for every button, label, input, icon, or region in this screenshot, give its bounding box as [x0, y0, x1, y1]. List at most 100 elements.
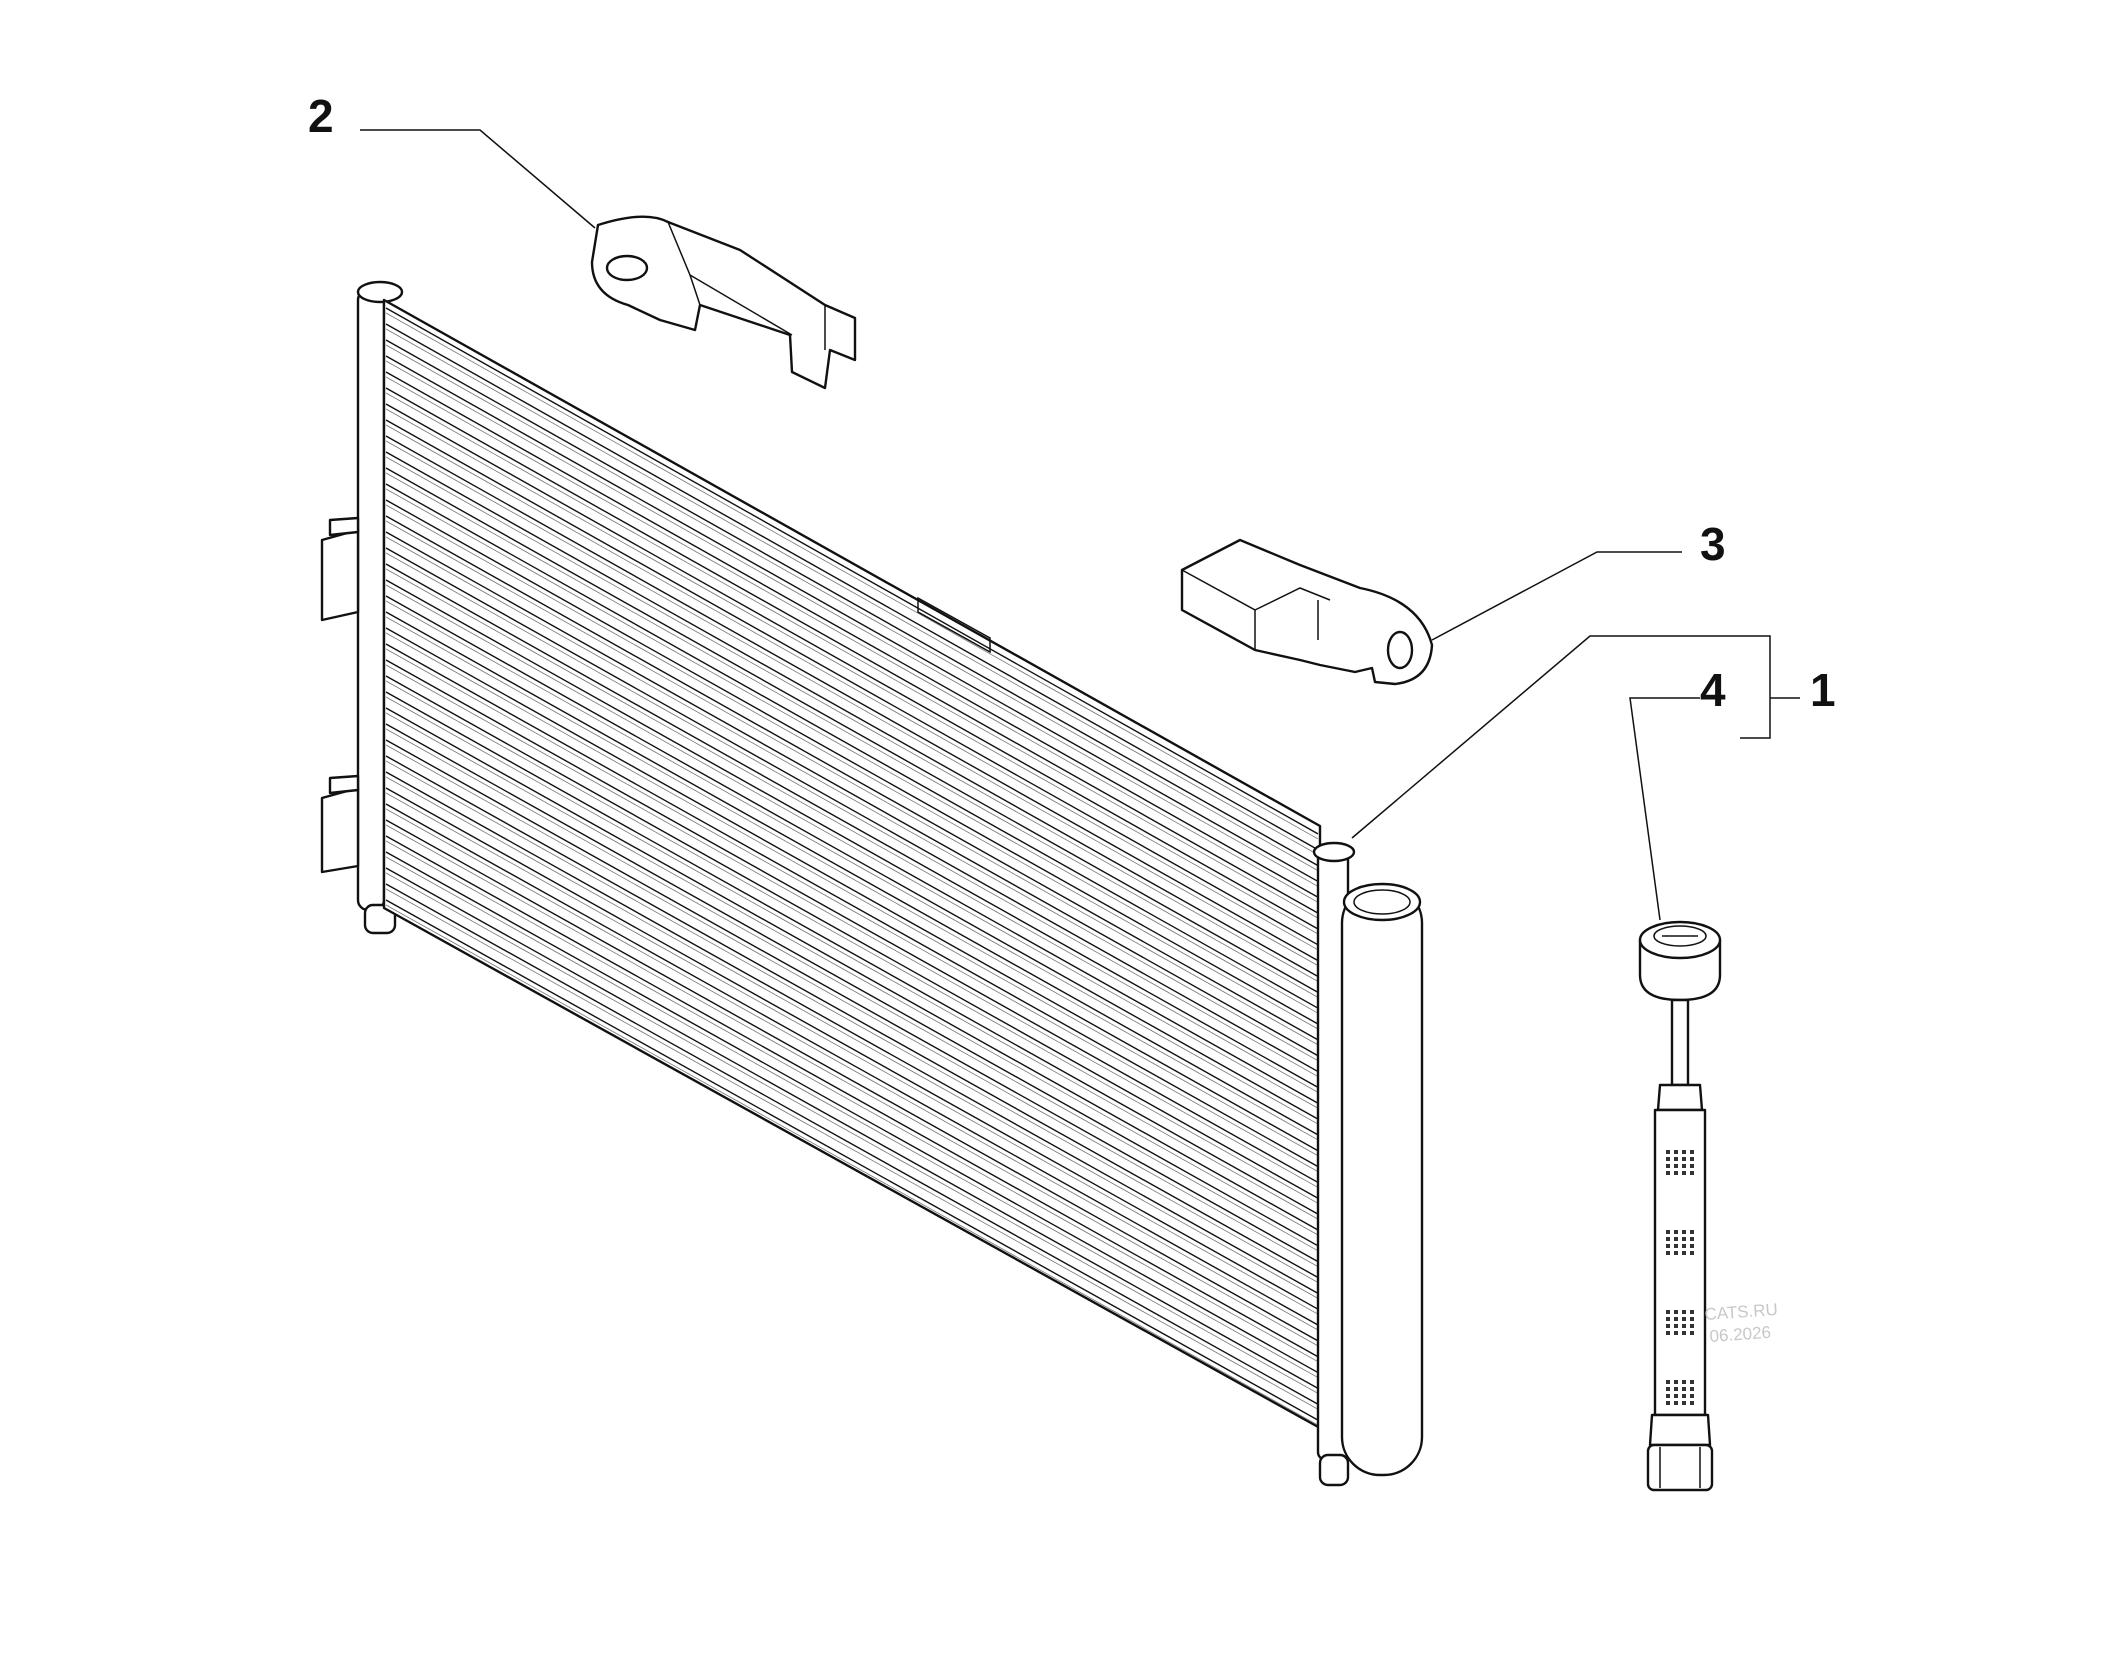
fin-shadow-line — [385, 472, 1319, 998]
fin-line — [385, 643, 1319, 1168]
dimple — [1674, 1171, 1678, 1175]
dimple — [1682, 1171, 1686, 1175]
fin-shadow-line — [385, 600, 1319, 1125]
dimple — [1674, 1331, 1678, 1335]
fin-shadow-line — [385, 552, 1319, 1077]
dimple — [1674, 1251, 1678, 1255]
fin-line — [385, 307, 1319, 835]
fin-shadow-line — [385, 328, 1319, 856]
fin-line — [385, 803, 1319, 1326]
dimple — [1682, 1230, 1686, 1234]
dimple — [1690, 1380, 1694, 1384]
fin-line — [385, 483, 1319, 1009]
fin-line — [385, 563, 1319, 1089]
fin-line — [385, 531, 1319, 1057]
fin-shadow-line — [385, 888, 1319, 1410]
upper-bracket-icon — [590, 215, 857, 390]
fin-line — [385, 659, 1319, 1184]
fin-line — [385, 355, 1319, 883]
fin-line — [385, 787, 1319, 1310]
dimple — [1690, 1164, 1694, 1168]
dimple — [1682, 1310, 1686, 1314]
dimple — [1674, 1244, 1678, 1248]
dimple — [1690, 1157, 1694, 1161]
fin-line — [385, 835, 1319, 1358]
watermark-line-2: 06.2026 — [1709, 1323, 1772, 1346]
dimple — [1674, 1230, 1678, 1234]
fin-line — [385, 851, 1319, 1374]
leader-lines — [360, 129, 1800, 921]
dimple — [1666, 1251, 1670, 1255]
callout-4[interactable]: 4 — [1700, 664, 1726, 716]
fin-shadow-line — [385, 760, 1319, 1283]
dimple — [1674, 1164, 1678, 1168]
fin-shadow-line — [385, 344, 1319, 871]
dimple — [1674, 1317, 1678, 1321]
cooling-fins — [385, 307, 1319, 1426]
dimple — [1666, 1237, 1670, 1241]
leader-1 — [1351, 635, 1771, 839]
right-header-tank — [1312, 841, 1424, 1487]
dimple — [1690, 1310, 1694, 1314]
fin-line — [385, 627, 1319, 1152]
dimple — [1666, 1164, 1670, 1168]
fin-shadow-line — [385, 744, 1319, 1268]
dimple — [1666, 1150, 1670, 1154]
dimple — [1682, 1324, 1686, 1328]
dimple — [1690, 1150, 1694, 1154]
desiccant-dimples — [1666, 1150, 1694, 1405]
dimple — [1666, 1401, 1670, 1405]
dimple — [1666, 1171, 1670, 1175]
callout-1[interactable]: 1 — [1810, 664, 1836, 716]
fin-shadow-line — [385, 664, 1319, 1188]
fin-line — [385, 387, 1319, 914]
dimple — [1682, 1150, 1686, 1154]
dimple — [1690, 1230, 1694, 1234]
fin-line — [385, 467, 1319, 993]
fin-shadow-line — [385, 312, 1319, 840]
fin-shadow-line — [385, 872, 1319, 1394]
fin-line — [385, 499, 1319, 1025]
condenser-core — [382, 298, 1322, 1430]
dimple — [1666, 1230, 1670, 1234]
fin-shadow-line — [385, 616, 1319, 1141]
fin-shadow-line — [385, 632, 1319, 1157]
dimple — [1674, 1150, 1678, 1154]
dimple — [1674, 1394, 1678, 1398]
fin-shadow-line — [385, 424, 1319, 951]
dimple — [1666, 1244, 1670, 1248]
fin-line — [385, 435, 1319, 962]
fin-shadow-line — [385, 840, 1319, 1363]
dimple — [1682, 1237, 1686, 1241]
fin-shadow-line — [385, 504, 1319, 1030]
fin-shadow-line — [385, 440, 1319, 967]
dimple — [1690, 1331, 1694, 1335]
fin-line — [385, 707, 1319, 1231]
dimple — [1690, 1317, 1694, 1321]
dimple — [1682, 1331, 1686, 1335]
dimple — [1674, 1157, 1678, 1161]
callout-2[interactable]: 2 — [308, 90, 334, 142]
fin-shadow-line — [385, 728, 1319, 1252]
fin-shadow-line — [385, 680, 1319, 1204]
fin-line — [385, 675, 1319, 1199]
fin-shadow-line — [385, 584, 1319, 1109]
fin-line — [385, 403, 1319, 930]
dimple — [1690, 1251, 1694, 1255]
callout-3[interactable]: 3 — [1700, 518, 1726, 570]
fin-line — [385, 371, 1319, 898]
dimple — [1682, 1387, 1686, 1391]
fin-line — [385, 899, 1319, 1421]
watermark-line-1: CATS.RU — [1704, 1300, 1779, 1324]
fin-line — [385, 867, 1319, 1390]
fin-line — [385, 611, 1319, 1136]
dimple — [1682, 1401, 1686, 1405]
fin-line — [385, 339, 1319, 867]
fin-shadow-line — [385, 536, 1319, 1062]
dimple — [1690, 1237, 1694, 1241]
dimple — [1666, 1310, 1670, 1314]
dimple — [1682, 1380, 1686, 1384]
fin-line — [385, 579, 1319, 1104]
fin-shadow-line — [385, 712, 1319, 1236]
